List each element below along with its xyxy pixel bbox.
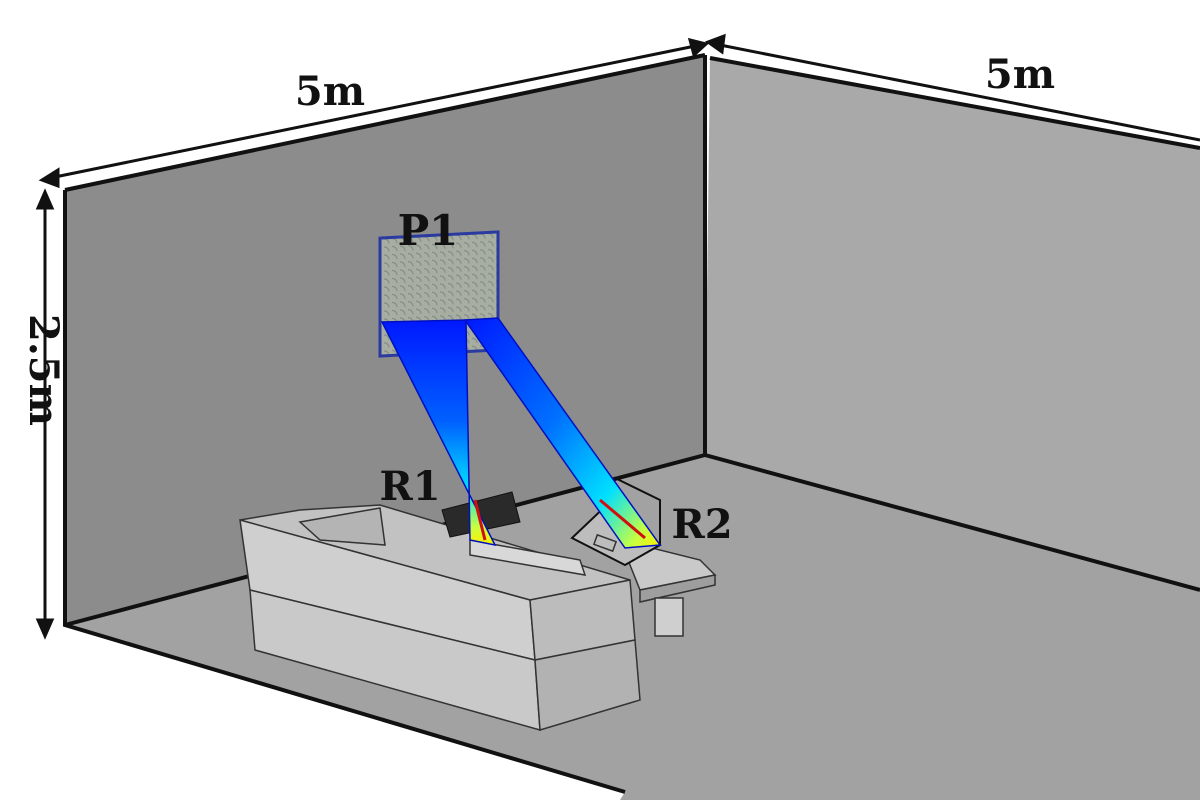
beam-to-r1	[380, 319, 497, 547]
dimension-arrows	[35, 33, 1200, 640]
sofa	[239, 504, 641, 732]
device-r1	[441, 491, 521, 538]
receiver2-label: R2	[671, 501, 732, 548]
panel-label: P1	[398, 206, 459, 255]
beam-core-r1	[473, 499, 487, 541]
right-wall	[705, 58, 1200, 590]
beam-core-r2	[599, 498, 646, 540]
receiver1-label: R1	[379, 463, 440, 510]
room-edges	[63, 53, 1200, 794]
height-label: 2.5m	[20, 314, 67, 426]
width-label: 5m	[295, 68, 365, 115]
depth-label: 5m	[985, 51, 1055, 98]
beam-to-r2	[463, 317, 662, 549]
touchpad	[592, 533, 618, 553]
